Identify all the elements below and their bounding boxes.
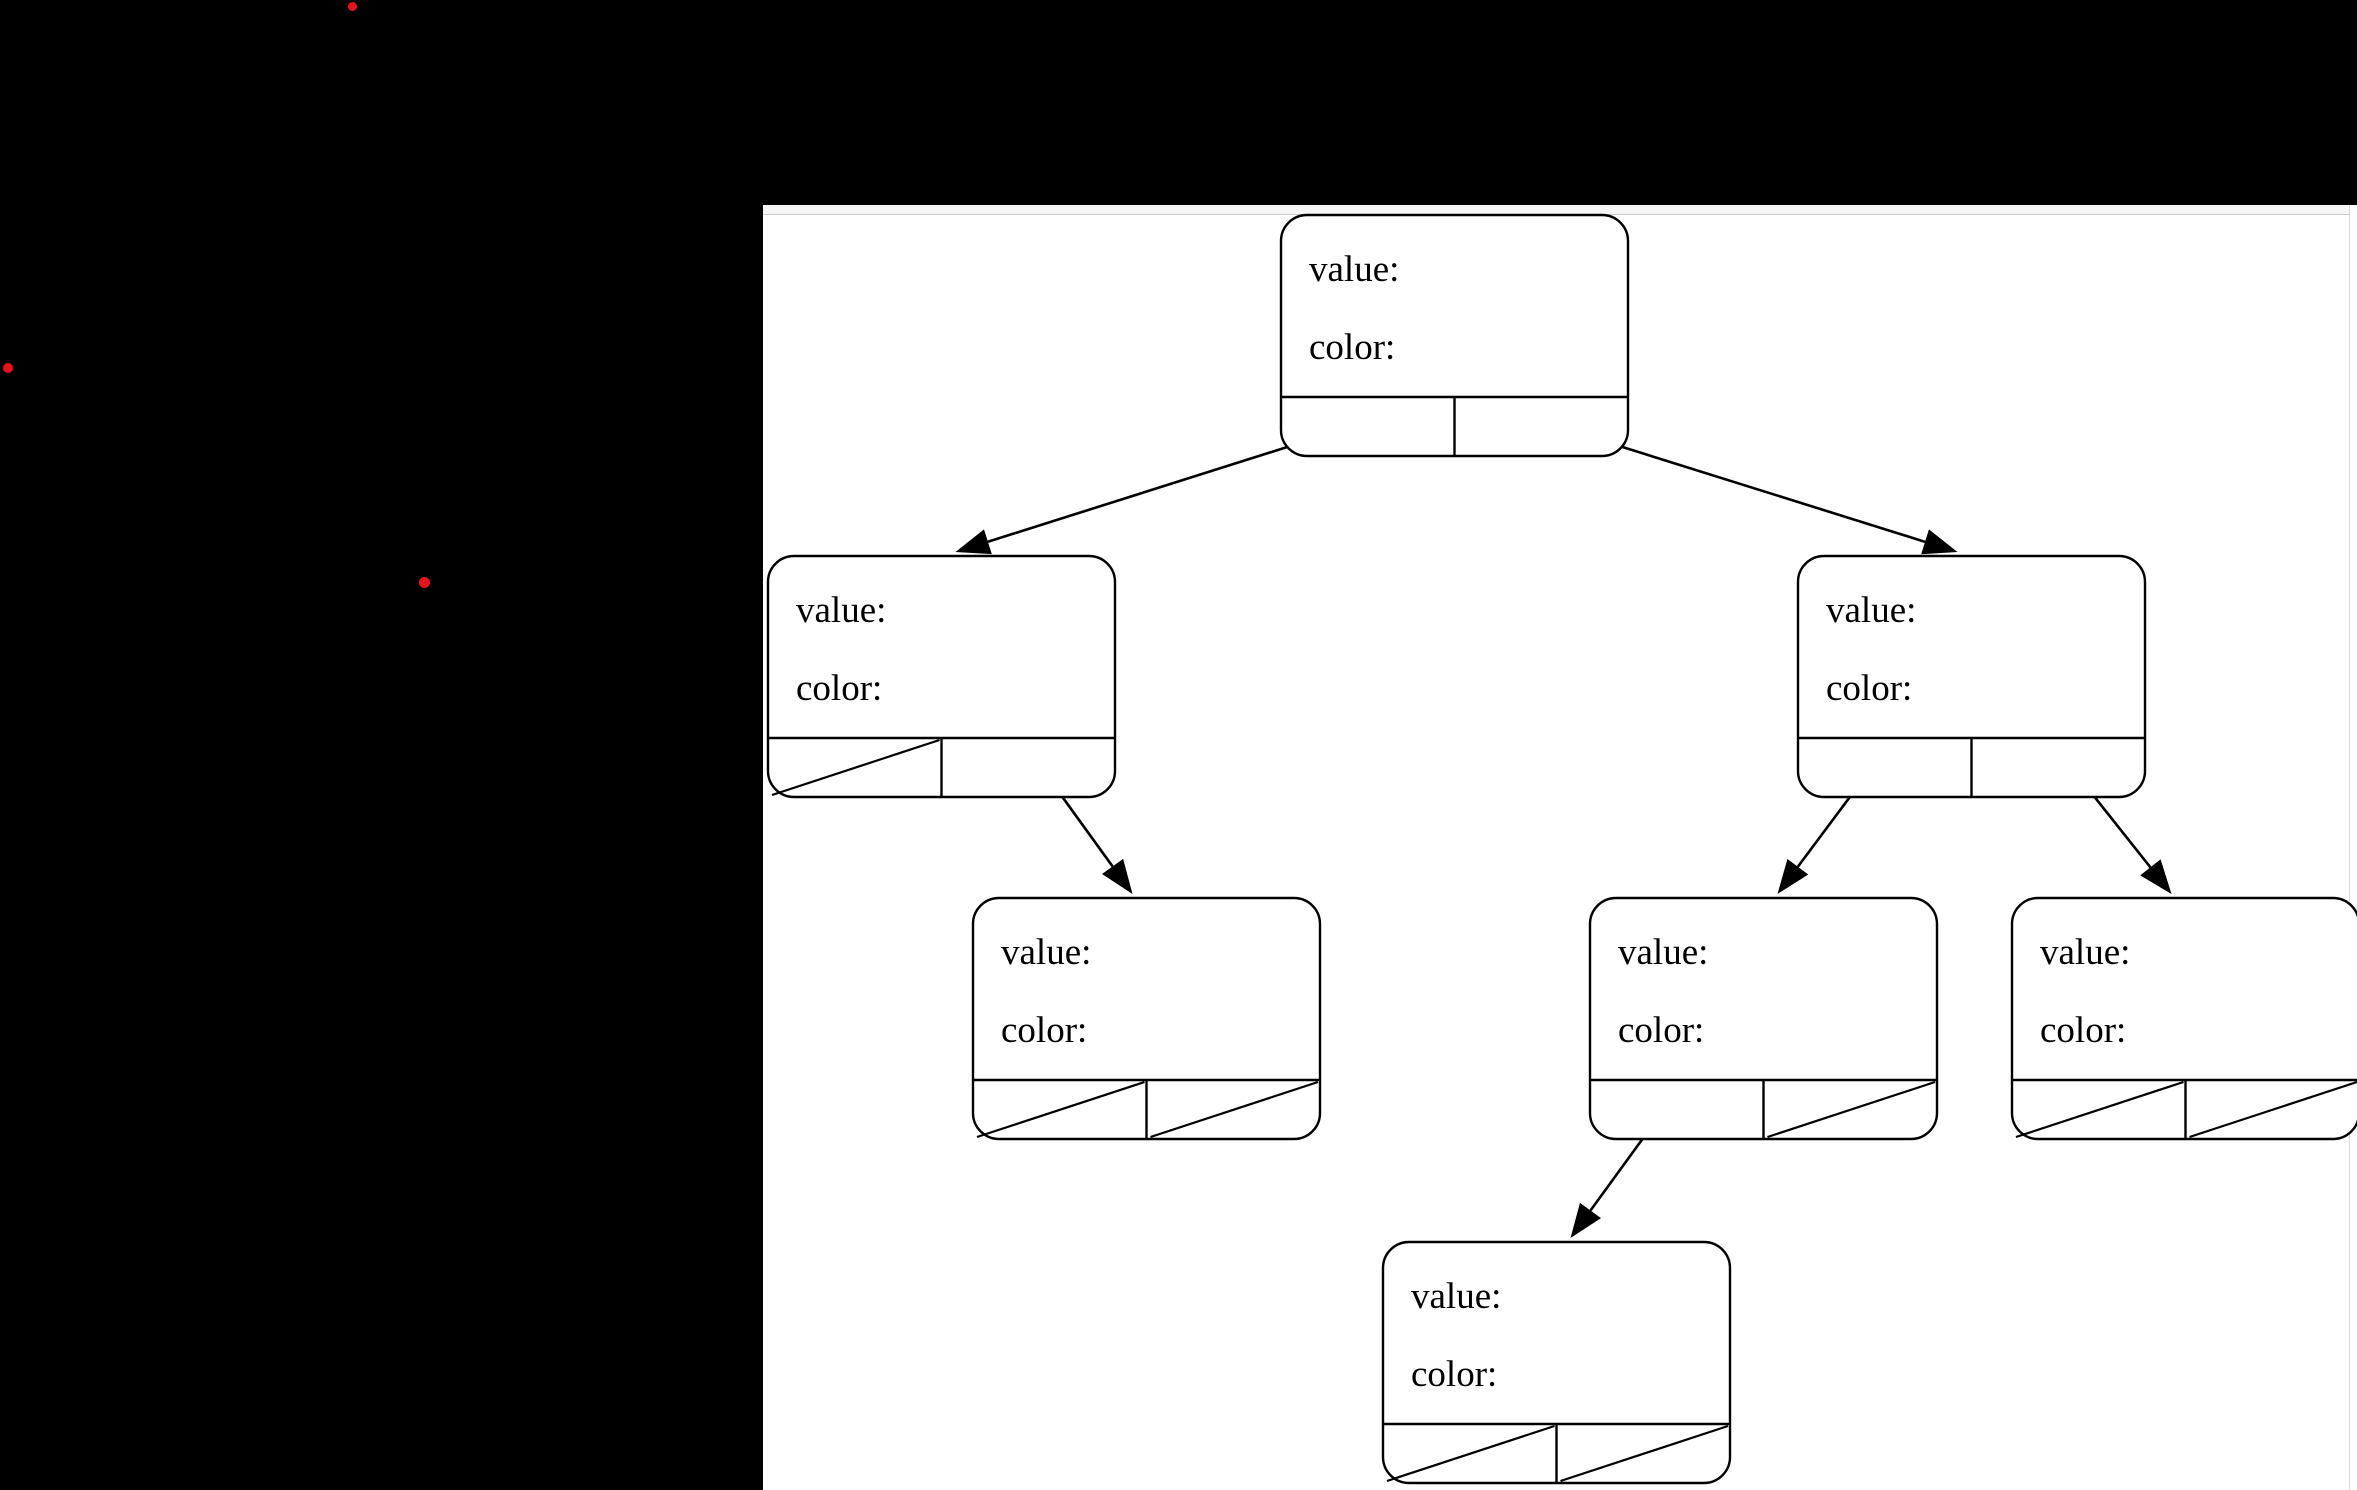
node-left-right-color-label: color:	[1001, 1010, 1087, 1051]
node-left-right-value-label: value:	[1001, 932, 1091, 973]
node-deep[interactable]: value: color:	[1381, 1240, 1732, 1485]
content-panel: value:color:value:color:value:color:valu…	[763, 205, 2357, 1490]
node-right-right-color-label: color:	[2040, 1010, 2126, 1051]
node-root-value-label: value:	[1309, 249, 1399, 290]
node-left-left-null-slash	[771, 738, 940, 797]
marker-2	[3, 363, 13, 373]
panel-scrollbar[interactable]	[2349, 205, 2357, 1490]
node-right-left-right-null-slash	[1767, 1080, 1936, 1139]
node-right-right-left-null-slash	[2015, 1080, 2184, 1139]
edge-root-to-right-arrowhead	[1921, 529, 1958, 555]
node-right-left[interactable]: value: color:	[1588, 896, 1939, 1141]
marker-1	[348, 2, 357, 11]
binary-tree-diagram: value:color:value:color:value:color:valu…	[766, 213, 2357, 1485]
edge-right-left-to-deep-arrowhead	[1570, 1202, 1602, 1238]
edge-right-to-right-right-arrowhead	[2140, 859, 2172, 894]
node-left-right-right-null-slash	[1150, 1080, 1319, 1139]
node-root-color-label: color:	[1309, 327, 1395, 368]
edge-root-to-left-arrowhead	[955, 529, 992, 555]
node-left-value-label: value:	[796, 590, 886, 631]
node-right-right-right-null-slash	[2189, 1080, 2357, 1139]
node-right-right-value-label: value:	[2040, 932, 2130, 973]
node-left-color-label: color:	[796, 668, 882, 709]
node-deep-left-null-slash	[1386, 1424, 1555, 1483]
node-right-left-value-label: value:	[1618, 932, 1708, 973]
node-right[interactable]: value: color:	[1796, 554, 2147, 799]
edge-left-to-left-right-arrowhead	[1102, 858, 1133, 894]
marker-3	[419, 577, 430, 588]
node-right-right[interactable]: value: color:	[2010, 896, 2357, 1141]
node-left-right-left-null-slash	[976, 1080, 1145, 1139]
node-deep-color-label: color:	[1411, 1354, 1497, 1395]
node-left-right[interactable]: value: color:	[971, 896, 1322, 1141]
node-deep-value-label: value:	[1411, 1276, 1501, 1317]
node-root[interactable]: value: color:	[1279, 213, 1630, 458]
node-left[interactable]: value: color:	[766, 554, 1117, 799]
node-deep-right-null-slash	[1560, 1424, 1729, 1483]
node-right-left-color-label: color:	[1618, 1010, 1704, 1051]
node-right-value-label: value:	[1826, 590, 1916, 631]
node-right-color-label: color:	[1826, 668, 1912, 709]
edge-right-to-right-left-arrowhead	[1777, 858, 1809, 894]
